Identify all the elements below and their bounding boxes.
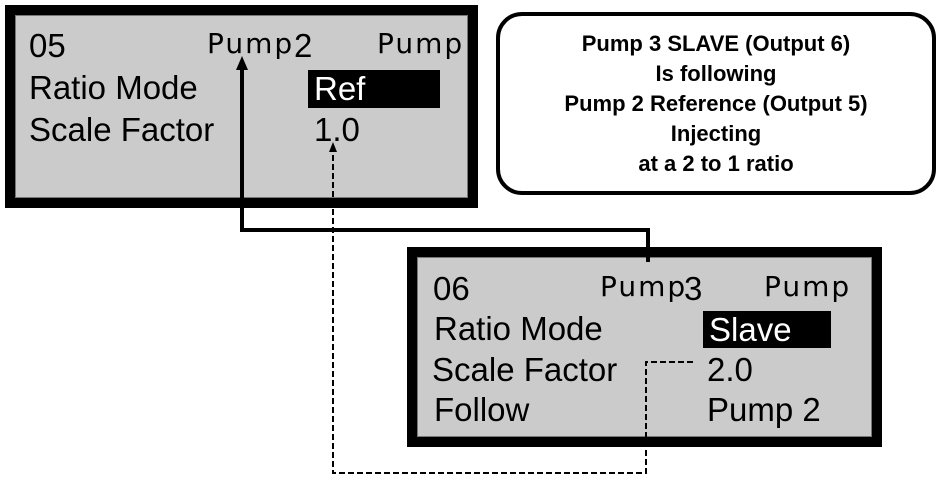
arrow-up-icon — [329, 142, 337, 152]
pump-suffix: Pump — [377, 27, 465, 60]
pump-number: 3 — [684, 270, 703, 307]
info-box: Pump 3 SLAVE (Output 6) Is following Pum… — [496, 12, 936, 195]
follow-link-line — [240, 66, 650, 262]
panel-inner-frame — [417, 257, 872, 437]
pump-label: Pump — [600, 270, 688, 303]
scale-link-connector — [329, 142, 693, 474]
follow-link-connector — [236, 56, 650, 262]
scale-factor-value[interactable]: 1.0 — [314, 111, 360, 148]
scale-link-line — [332, 150, 693, 474]
ratio-mode-label: Ratio Mode — [29, 69, 198, 106]
arrow-up-icon — [236, 56, 248, 70]
pump3-slave-panel: 06 Pump 3 Pump Ratio Mode Slave Scale Fa… — [407, 247, 882, 447]
info-line: at a 2 to 1 ratio — [638, 150, 794, 176]
pump-suffix: Pump — [764, 270, 852, 303]
follow-value[interactable]: Pump 2 — [707, 391, 821, 428]
scale-factor-value[interactable]: 2.0 — [707, 351, 753, 388]
info-line: Injecting — [670, 120, 762, 146]
info-line: Pump 2 Reference (Output 5) — [564, 90, 868, 116]
follow-label: Follow — [434, 391, 530, 428]
output-number: 05 — [29, 27, 66, 64]
info-line: Pump 3 SLAVE (Output 6) — [581, 30, 851, 56]
info-line: Is following — [655, 60, 777, 86]
pump-label: Pump — [207, 27, 295, 60]
ratio-mode-value[interactable]: Ref — [308, 70, 440, 108]
scale-factor-label: Scale Factor — [29, 111, 215, 148]
ratio-mode-label: Ratio Mode — [434, 310, 603, 347]
output-number: 06 — [433, 270, 470, 307]
ratio-mode-value[interactable]: Slave — [703, 311, 831, 348]
scale-factor-label: Scale Factor — [432, 351, 618, 388]
pump-number: 2 — [294, 27, 313, 64]
